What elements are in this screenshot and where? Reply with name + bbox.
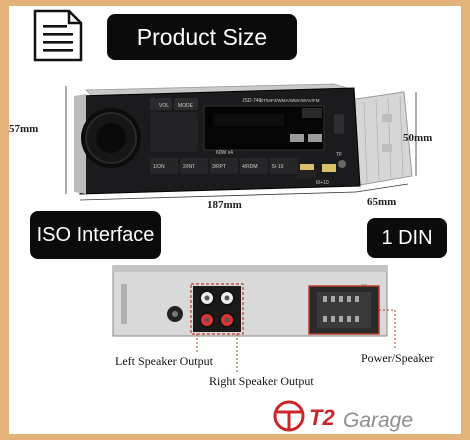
- preset-3-label: 3/RPT: [212, 164, 226, 170]
- t2-garage-logo: T2 Garage: [273, 400, 413, 432]
- depth-dimension: 65mm: [367, 196, 397, 208]
- mode-button-label: MODE: [178, 103, 194, 109]
- car-radio-rear-image: [112, 265, 396, 374]
- power-label: 60W x4: [216, 150, 233, 156]
- preset-5-label: 5/-10: [272, 164, 284, 170]
- one-din-label: 1 DIN: [367, 218, 447, 258]
- iso-interface-label: ISO Interface: [30, 211, 161, 259]
- logo-mark-text: T2: [309, 405, 335, 430]
- power-speaker-caption: Power/Speaker: [361, 351, 434, 365]
- model-label: JSD-740: [242, 98, 262, 104]
- car-radio-front-image: VOL MODE JSD-740 BT/MP3/WMA/WMA/WAV/FM 6…: [65, 83, 417, 201]
- preset-2-label: 2/INT: [183, 164, 195, 170]
- preset-6-label: 6/+10: [316, 180, 329, 186]
- vol-button-label: VOL: [159, 103, 169, 109]
- product-size-label: Product Size: [107, 14, 297, 60]
- left-speaker-caption: Left Speaker Output: [115, 354, 213, 368]
- logo-word-text: Garage: [343, 409, 413, 432]
- product-image-panel: Product Size: [9, 6, 461, 434]
- depth-height-dimension: 50mm: [403, 132, 433, 144]
- document-icon: [29, 8, 85, 63]
- preset-1-label: 1/ON: [153, 164, 165, 170]
- tf-slot-label: TF: [336, 152, 342, 158]
- height-dimension: 57mm: [9, 123, 39, 135]
- bands-label: BT/MP3/WMA/WMA/WAV/FM: [260, 98, 320, 103]
- right-speaker-caption: Right Speaker Output: [209, 374, 314, 388]
- preset-4-label: 4/RDM: [242, 164, 258, 170]
- width-dimension: 187mm: [207, 199, 242, 211]
